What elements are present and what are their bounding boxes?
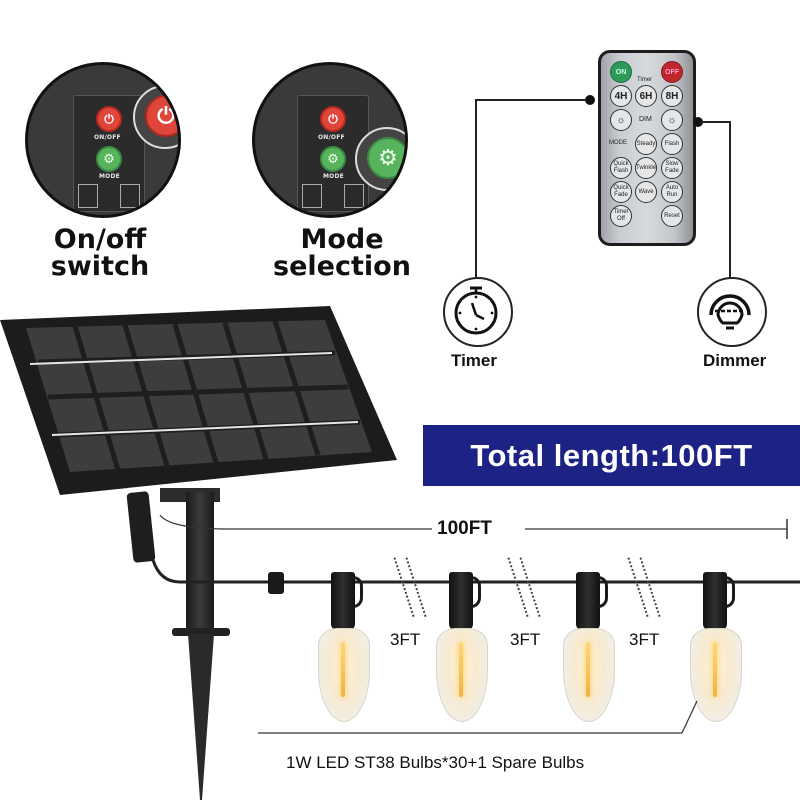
remote-quick-flash-button: Quick Flash bbox=[610, 157, 632, 179]
caption-line: switch bbox=[50, 251, 150, 282]
bulb-count-pointer bbox=[258, 700, 698, 734]
power-zoom-bubble: ⏻ bbox=[133, 85, 178, 149]
remote-wave-button: Wave bbox=[635, 181, 657, 203]
spacing-label: 3FT bbox=[510, 630, 541, 649]
spacing-label: 3FT bbox=[390, 630, 421, 649]
remote-4h-button: 4H bbox=[610, 85, 632, 107]
stake-flange bbox=[172, 628, 230, 636]
bulb-spec-caption: 1W LED ST38 Bulbs*30+1 Spare Bulbs bbox=[286, 753, 585, 772]
stake-spike bbox=[188, 634, 214, 800]
solar-charging-icon bbox=[302, 184, 322, 208]
cable-connector bbox=[268, 572, 284, 594]
onoff-button-label: ON/OFF bbox=[318, 134, 345, 141]
ground-stake bbox=[186, 492, 214, 632]
remote-twinkle-button: Twinkle bbox=[635, 157, 657, 179]
dimmer-connector-line bbox=[729, 121, 731, 277]
dimmer-icon-circle bbox=[697, 277, 767, 347]
bulb-filament bbox=[713, 642, 717, 697]
mode-selection-closeup: ⏻ ON/OFF ⚙ MODE ⚙ bbox=[252, 62, 408, 218]
remote-mode-label: MODE bbox=[609, 140, 627, 146]
dim-down-icon: ☼ bbox=[610, 109, 632, 131]
onoff-caption: On/off switch bbox=[20, 226, 180, 280]
caption-line: Mode bbox=[300, 224, 384, 255]
socket-hook bbox=[595, 576, 608, 608]
total-length-label: 100FT bbox=[437, 518, 492, 539]
remote-off-button: OFF bbox=[661, 61, 683, 83]
timer-connector-line bbox=[475, 99, 477, 277]
dimmer-connector-dot bbox=[693, 117, 703, 127]
timer-connector-line bbox=[475, 99, 587, 101]
mode-button-label: MODE bbox=[99, 173, 120, 180]
bulb-filament bbox=[341, 642, 345, 697]
timer-icon-circle bbox=[443, 277, 513, 347]
remote-reset-button: Reset bbox=[661, 205, 683, 227]
mode-button: ⚙ bbox=[96, 146, 122, 172]
remote-slow-fade-button: Slow Fade bbox=[661, 157, 683, 179]
timer-connector-dot bbox=[585, 95, 595, 105]
gear-icon: ⚙ bbox=[367, 137, 405, 179]
socket-hook bbox=[468, 576, 481, 608]
lighting-icon bbox=[344, 184, 364, 208]
remote-control: ON OFF Timer 4H 6H 8H ☼ DIM ☼ MODE Stead… bbox=[598, 50, 696, 246]
dimmer-bulb-icon bbox=[709, 294, 751, 330]
remote-quick-fade-button: Quick Fade bbox=[610, 181, 632, 203]
caption-line: On/off bbox=[53, 224, 147, 255]
bulb bbox=[690, 572, 742, 722]
timer-label: Timer bbox=[451, 351, 497, 370]
power-button: ⏻ bbox=[96, 106, 122, 132]
total-length-banner: Total length:100FT bbox=[423, 425, 800, 486]
dimension-line bbox=[159, 515, 788, 539]
dimmer-connector-line bbox=[700, 121, 730, 123]
remote-8h-button: 8H bbox=[661, 85, 683, 107]
power-icon: ⏻ bbox=[145, 95, 178, 137]
remote-steady-button: Steady bbox=[635, 133, 657, 155]
bulb bbox=[318, 572, 370, 722]
onoff-switch-closeup: ⏻ ON/OFF ⚙ MODE ⏻ bbox=[25, 62, 181, 218]
bulb-filament bbox=[586, 642, 590, 697]
remote-auto-run-button: Auto Run bbox=[661, 181, 683, 203]
socket-hook bbox=[350, 576, 363, 608]
remote-on-button: ON bbox=[610, 61, 632, 83]
remote-flash-button: Flash bbox=[661, 133, 683, 155]
remote-dim-label: DIM bbox=[639, 116, 652, 123]
mode-button: ⚙ bbox=[320, 146, 346, 172]
lighting-icon bbox=[120, 184, 140, 208]
control-panel: ⏻ ON/OFF ⚙ MODE bbox=[297, 95, 369, 212]
solar-panel bbox=[0, 306, 397, 495]
bulb bbox=[436, 572, 488, 722]
mode-zoom-bubble: ⚙ bbox=[355, 127, 405, 191]
onoff-button-label: ON/OFF bbox=[94, 134, 121, 141]
dimmer-label: Dimmer bbox=[703, 351, 767, 370]
mode-caption: Mode selection bbox=[262, 226, 422, 280]
remote-timer-label: Timer bbox=[637, 77, 653, 83]
caption-line: selection bbox=[273, 251, 411, 282]
bulb bbox=[563, 572, 615, 722]
socket-hook bbox=[722, 576, 735, 608]
spacing-label: 3FT bbox=[629, 630, 660, 649]
bulb-filament bbox=[459, 642, 463, 697]
stopwatch-icon bbox=[454, 286, 498, 335]
mode-button-label: MODE bbox=[323, 173, 344, 180]
remote-6h-button: 6H bbox=[635, 85, 657, 107]
string-cable bbox=[151, 559, 800, 584]
power-button: ⏻ bbox=[320, 106, 346, 132]
dim-up-icon: ☼ bbox=[661, 109, 683, 131]
solar-charging-icon bbox=[78, 184, 98, 208]
remote-timer-off-button: Timer Off bbox=[610, 205, 632, 227]
